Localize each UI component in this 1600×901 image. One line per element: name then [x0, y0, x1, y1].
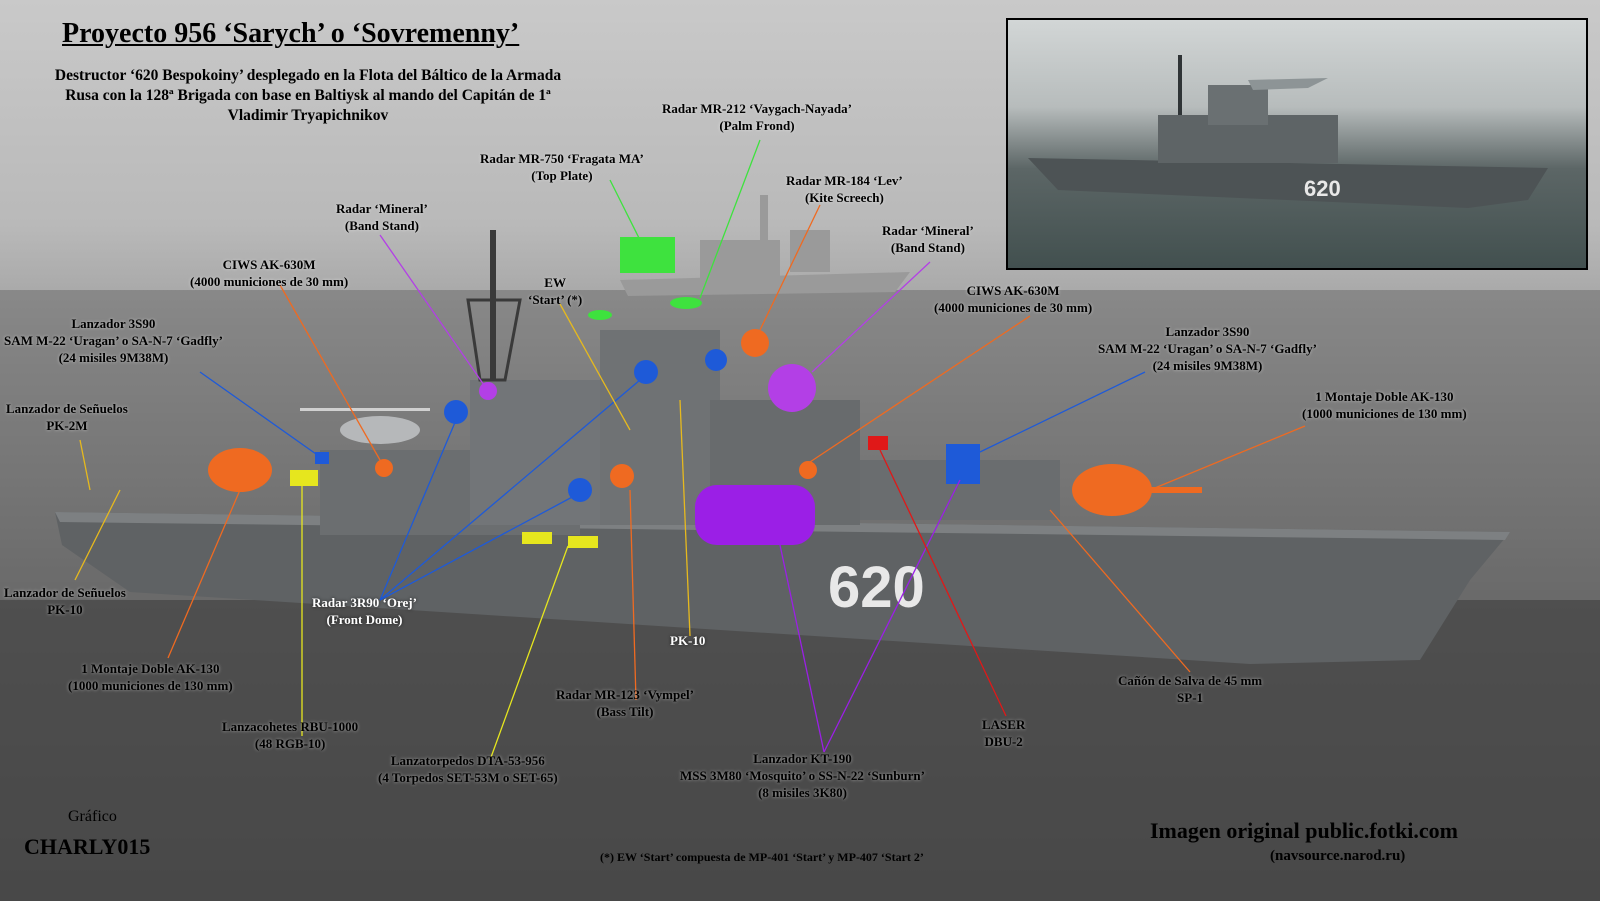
- mr184-radar: [741, 329, 769, 357]
- leader-lines: [74, 139, 1306, 761]
- mr212-antenna-2: [670, 297, 702, 309]
- label-mr184: Radar MR-184 ‘Lev’(Kite Screech): [786, 173, 903, 205]
- footer-source: Imagen original public.fotki.com: [1150, 818, 1459, 843]
- orej-3: [705, 349, 727, 371]
- ak130-aft: [208, 448, 272, 492]
- label-ew: EW‘Start’ (*): [528, 275, 583, 307]
- label-orej: Radar 3R90 ‘Orej’(Front Dome): [312, 595, 417, 627]
- label-mr750: Radar MR-750 ‘Fragata MA’(Top Plate): [480, 151, 644, 183]
- equipment-markers: [208, 237, 1202, 548]
- label-ciws-right: CIWS AK-630M(4000 municiones de 30 mm): [934, 283, 1093, 315]
- hull: [55, 512, 1510, 664]
- label-torpedo: Lanzatorpedos DTA-53-956(4 Torpedos SET-…: [378, 753, 558, 785]
- main-ship: 620: [55, 230, 1510, 664]
- inset-ship: 620: [1028, 55, 1548, 208]
- mr750-radar: [620, 237, 675, 273]
- label-rbu: Lanzacohetes RBU-1000(48 RGB-10): [222, 719, 359, 751]
- kt190-launcher: [695, 485, 815, 545]
- intro-line-1: Destructor ‘620 Bespokoiny’ desplegado e…: [54, 67, 562, 84]
- footer-note: (*) EW ‘Start’ compuesta de MP-401 ‘Star…: [600, 850, 924, 864]
- label-vympel: Radar MR-123 ‘Vympel’(Bass Tilt): [556, 687, 694, 719]
- superstructure-fwd: [600, 330, 720, 525]
- label-mr212: Radar MR-212 ‘Vaygach-Nayada’(Palm Frond…: [662, 101, 852, 133]
- inset-photo: 620: [1006, 18, 1588, 270]
- sam-aft: [315, 452, 329, 464]
- footer-source-sub: (navsource.narod.ru): [1270, 848, 1406, 864]
- footer-grafico: Gráfico: [68, 808, 117, 825]
- inset-hull-number: 620: [1304, 176, 1341, 201]
- hull-number: 620: [828, 555, 925, 620]
- orej-1: [444, 400, 468, 424]
- label-mineral-right: Radar ‘Mineral’(Band Stand): [882, 223, 974, 255]
- rbu: [290, 470, 318, 486]
- mr212-antenna-1: [588, 310, 612, 320]
- mineral-small: [479, 382, 497, 400]
- label-ciws-left: CIWS AK-630M(4000 municiones de 30 mm): [190, 257, 349, 289]
- label-ak130-left: 1 Montaje Doble AK-130(1000 municiones d…: [68, 661, 233, 693]
- torpedo-2: [568, 536, 598, 548]
- label-ak130-right: 1 Montaje Doble AK-130(1000 municiones d…: [1302, 389, 1467, 421]
- footer-author: CHARLY015: [24, 834, 151, 859]
- orej-2: [634, 360, 658, 384]
- label-pk10: PK-10: [670, 633, 706, 648]
- torpedo-1: [522, 532, 552, 544]
- sam-fwd: [946, 444, 980, 484]
- vympel: [610, 464, 634, 488]
- intro-text: Destructor ‘620 Bespokoiny’ desplegado e…: [22, 66, 594, 126]
- background-ship: [620, 195, 910, 296]
- ciws-aft: [375, 459, 393, 477]
- orej-4: [568, 478, 592, 502]
- mineral-dome: [768, 364, 816, 412]
- laser-box: [868, 436, 888, 450]
- ciws-fwd: [799, 461, 817, 479]
- label-mineral-left: Radar ‘Mineral’(Band Stand): [336, 201, 428, 233]
- page-title: Proyecto 956 ‘Sarych’ o ‘Sovremenny’: [62, 18, 520, 49]
- intro-line-3: Vladimir Tryapichnikov: [227, 107, 389, 124]
- superstructure-mid: [470, 380, 620, 525]
- intro-line-2: Rusa con la 128ª Brigada con base en Bal…: [65, 87, 551, 104]
- ak130-fwd: [1072, 464, 1152, 516]
